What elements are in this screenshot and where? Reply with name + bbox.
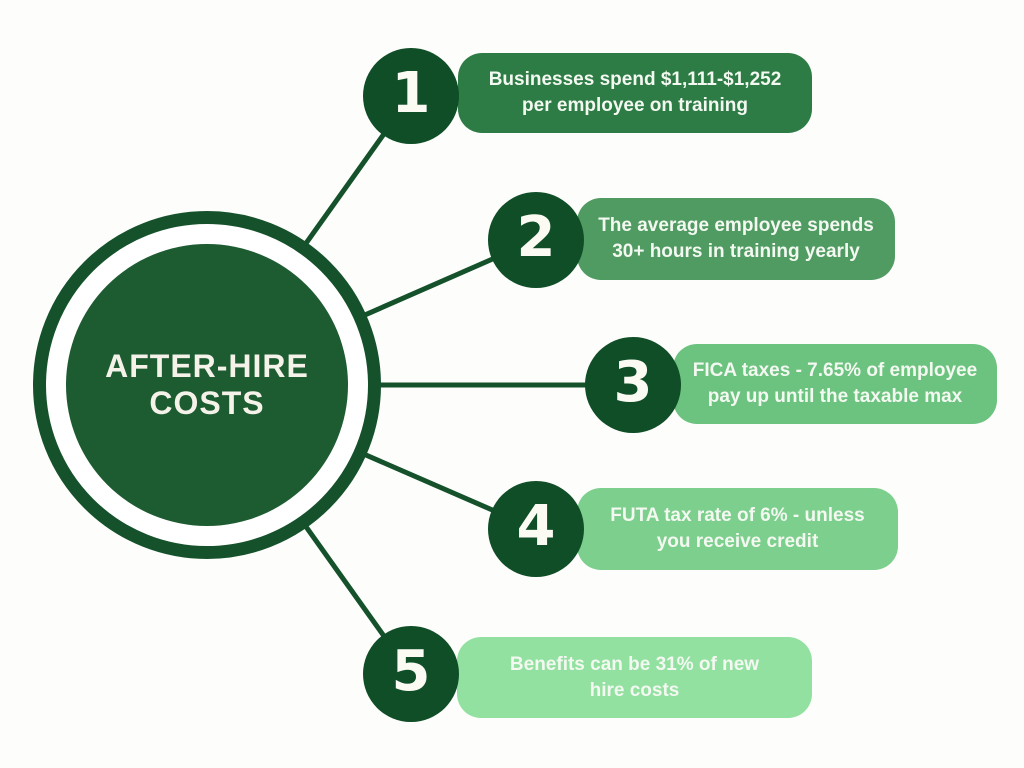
item-number-3: 3 xyxy=(613,350,653,415)
item-text-1: Businesses spend $1,111-$1,252 per emplo… xyxy=(488,69,782,116)
item-number-circle-4: 4 xyxy=(488,481,584,577)
item-bar-5: Benefits can be 31% of new hire costs xyxy=(457,637,812,718)
item-number-circle-2: 2 xyxy=(488,192,584,288)
item-bar-4: FUTA tax rate of 6% - unless you receive… xyxy=(577,488,898,570)
item-text-2: The average employee spends 30+ hours in… xyxy=(598,215,874,262)
central-title: AFTER-HIRE COSTS xyxy=(105,348,309,421)
item-number-circle-1: 1 xyxy=(363,48,459,144)
item-bar-1: Businesses spend $1,111-$1,252 per emplo… xyxy=(458,53,812,133)
item-text-3: FICA taxes - 7.65% of employee pay up un… xyxy=(692,360,978,407)
item-bar-2: The average employee spends 30+ hours in… xyxy=(577,198,895,280)
item-number-5: 5 xyxy=(391,639,431,704)
item-text-4: FUTA tax rate of 6% - unless you receive… xyxy=(610,505,865,552)
item-number-circle-5: 5 xyxy=(363,626,459,722)
item-bar-3: FICA taxes - 7.65% of employee pay up un… xyxy=(673,344,997,424)
central-circle-inner: AFTER-HIRE COSTS xyxy=(66,244,348,526)
item-number-2: 2 xyxy=(516,205,556,270)
item-text-5: Benefits can be 31% of new hire costs xyxy=(509,653,760,701)
item-number-circle-3: 3 xyxy=(585,337,681,433)
central-circle: AFTER-HIRE COSTS xyxy=(33,211,381,559)
item-number-4: 4 xyxy=(516,494,556,559)
item-number-1: 1 xyxy=(391,61,431,126)
